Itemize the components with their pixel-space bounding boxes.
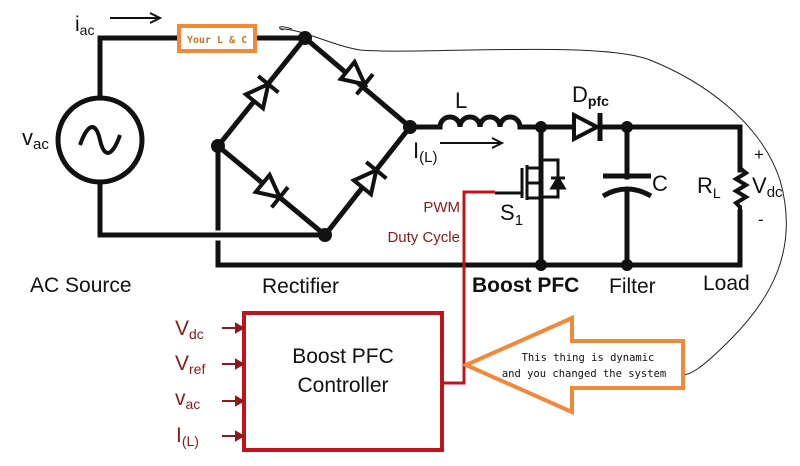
your-lc-box — [177, 24, 257, 53]
boost-stage — [407, 111, 750, 271]
your-lc-label: Your L & C — [187, 35, 247, 46]
controller-box — [242, 311, 444, 452]
controller-input-arrows — [222, 322, 246, 442]
svg-text:Vdc: Vdc — [752, 173, 783, 201]
svg-text:Vdc: Vdc — [175, 317, 204, 342]
inductor — [437, 114, 523, 128]
ac-source-label: AC Source — [30, 274, 132, 297]
svg-text:I(L): I(L) — [176, 424, 199, 449]
rectifier-bridge — [211, 31, 743, 268]
inductor-label: L — [455, 88, 467, 113]
svg-text:Controller: Controller — [297, 374, 388, 397]
sine-wave-icon — [78, 125, 122, 155]
svg-text:C: C — [652, 171, 668, 196]
svg-text:Duty Cycle: Duty Cycle — [387, 229, 460, 246]
svg-text:+: + — [754, 145, 764, 164]
il-arrow-icon — [440, 137, 505, 149]
load-label: Load — [703, 272, 750, 295]
controller-title: Boost PFC — [292, 345, 394, 368]
rectifier-label: Rectifier — [262, 275, 339, 298]
svg-text:I(L): I(L) — [413, 138, 437, 166]
svg-text:Dpfc: Dpfc — [572, 82, 609, 109]
svg-text:vac: vac — [22, 125, 49, 153]
svg-text:-: - — [758, 210, 764, 229]
load-resistor — [732, 166, 750, 211]
svg-text:iac: iac — [75, 13, 94, 38]
mosfet-s1 — [495, 158, 567, 200]
boost-pfc-label: Boost PFC — [472, 274, 579, 297]
annotation-line-2: and you changed the system — [502, 368, 666, 380]
annotation-line-1: This thing is dynamic — [522, 352, 655, 364]
pwm-signal-line — [443, 190, 495, 385]
iac-arrow-icon — [110, 12, 163, 24]
ac-source — [55, 35, 328, 238]
annotation-arrow — [461, 314, 685, 416]
svg-text:PWM: PWM — [423, 199, 460, 216]
filter-label: Filter — [609, 275, 656, 298]
freehand-outline — [279, 26, 787, 376]
svg-text:vac: vac — [175, 387, 200, 412]
dpfc-diode — [572, 111, 602, 143]
svg-text:S1: S1 — [500, 200, 523, 229]
svg-text:Vref: Vref — [175, 352, 205, 377]
svg-text:RL: RL — [697, 173, 721, 201]
